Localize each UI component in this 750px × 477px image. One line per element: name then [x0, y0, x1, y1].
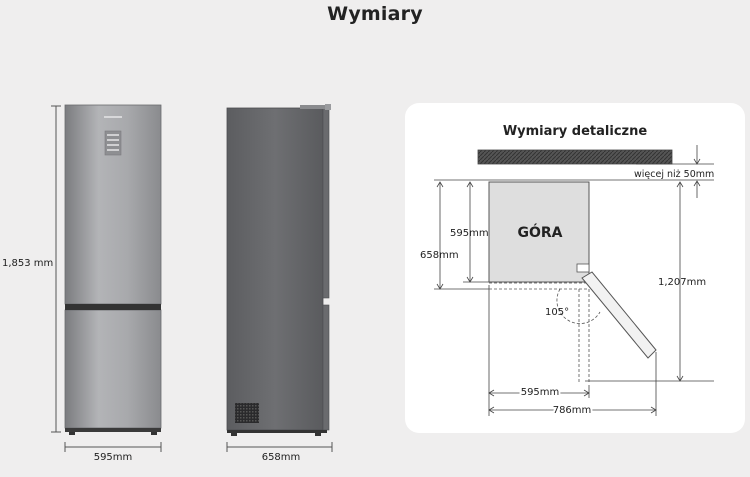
width-label: 595mm	[521, 387, 560, 398]
front-view: 1,853 mm 595mm	[2, 104, 162, 463]
top-label: GÓRA	[517, 223, 562, 241]
clearance-label: więcej niż 50mm	[634, 169, 714, 180]
side-depth-label: 658mm	[262, 452, 301, 463]
front-height-label: 1,853 mm	[2, 258, 53, 269]
side-lower-door-edge	[322, 304, 330, 431]
open-door	[581, 271, 657, 359]
detail-heading: Wymiary detaliczne	[503, 124, 648, 139]
angle-label: 105°	[545, 307, 569, 318]
door-gap	[65, 304, 161, 310]
fridge-lower-door	[64, 309, 162, 429]
detail-panel: Wymiary detaliczne więcej niż 50mm GÓRA …	[405, 103, 745, 433]
fridge-top-view	[488, 181, 590, 283]
front-width-label: 595mm	[94, 452, 133, 463]
fridge-side-body	[226, 107, 324, 431]
page-title: Wymiary	[327, 3, 423, 25]
angle-arc	[556, 288, 601, 324]
hinge	[576, 263, 590, 273]
depth-outer-label: 658mm	[420, 250, 459, 261]
brand-logo	[104, 116, 122, 118]
side-upper-door-edge	[322, 105, 330, 299]
wall	[477, 149, 673, 165]
depth-inner-label: 595mm	[450, 228, 489, 239]
open-depth-label: 1,207mm	[658, 277, 706, 288]
ventilation-grill	[235, 403, 259, 423]
side-view: 658mm	[226, 104, 333, 463]
open-width-label: 786mm	[553, 405, 592, 416]
